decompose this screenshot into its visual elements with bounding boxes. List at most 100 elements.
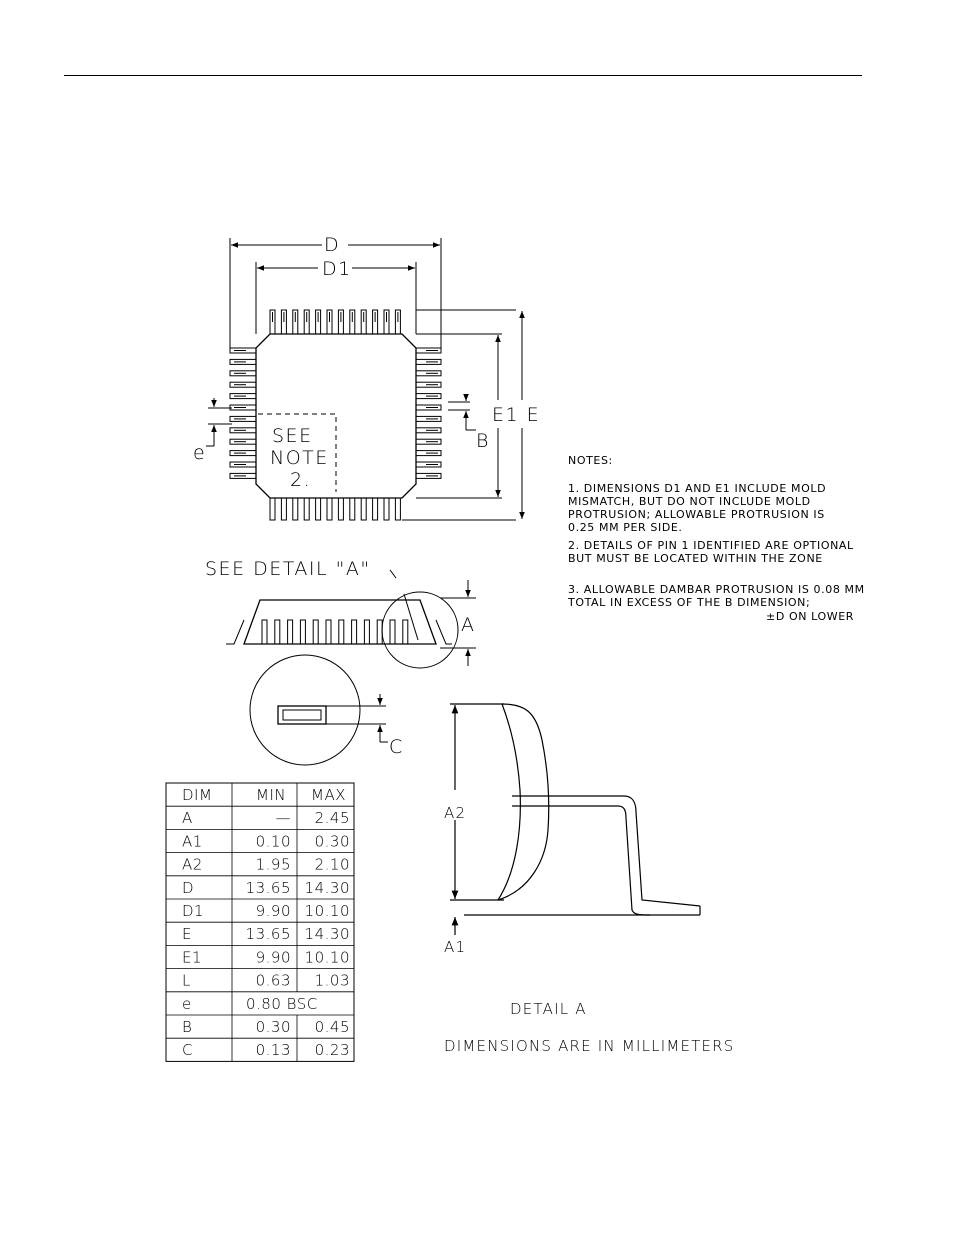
label-b: B	[476, 430, 490, 452]
table-cell: 0.30	[256, 1018, 291, 1036]
table-cell: 0.45	[315, 1018, 350, 1036]
lead-bottom	[337, 497, 344, 521]
lead-bottom	[383, 497, 390, 521]
note-line: 0.25 MM PER SIDE.	[568, 521, 683, 534]
lead-top	[383, 309, 390, 335]
table-cell: E1	[182, 948, 202, 966]
lead-bottom	[315, 497, 322, 521]
table-cell: 2.45	[315, 809, 350, 827]
lead-right	[415, 358, 442, 365]
lead-top	[337, 309, 344, 335]
note-line: MISMATCH, BUT DO NOT INCLUDE MOLD	[568, 495, 811, 508]
lead-top	[269, 309, 276, 335]
side-lead	[299, 619, 306, 645]
table-cell: A	[182, 809, 193, 827]
side-lead	[312, 619, 319, 645]
table-cell: e	[182, 995, 192, 1013]
side-lead	[274, 619, 281, 645]
side-lead	[325, 619, 332, 645]
lead-top	[360, 309, 367, 335]
lead-right	[415, 415, 442, 422]
lead-right	[415, 370, 442, 377]
label-e1-e: E1 E	[492, 404, 540, 426]
detail-a-view	[450, 703, 701, 935]
top-rule	[64, 75, 862, 76]
side-leads	[261, 619, 409, 645]
side-lead	[261, 619, 268, 645]
lead-left	[229, 415, 257, 422]
side-lead	[363, 619, 370, 645]
lead-section-view	[249, 654, 388, 766]
lead-top	[394, 309, 401, 335]
lead-right	[415, 461, 442, 468]
note-line: ±D ON LOWER	[766, 610, 854, 623]
note-line: BUT MUST BE LOCATED WITHIN THE ZONE	[568, 552, 823, 565]
lead-bottom	[326, 497, 333, 521]
leads	[229, 309, 442, 521]
lead-bottom	[292, 497, 299, 521]
lead-right	[415, 427, 442, 434]
notes-heading: NOTES:	[568, 454, 613, 467]
table-header-cell: DIM	[182, 786, 212, 804]
table-cell: —	[276, 809, 292, 827]
table-cell: 14.30	[305, 879, 350, 897]
table-cell: B	[182, 1018, 192, 1036]
label-a: A	[461, 614, 476, 636]
lead-top	[326, 309, 333, 335]
lead-bottom	[372, 497, 379, 521]
table-cell: D	[182, 879, 194, 897]
top-view	[206, 238, 525, 521]
lead-top	[315, 309, 322, 335]
note-line: 2. DETAILS OF PIN 1 IDENTIFIED ARE OPTIO…	[568, 539, 854, 552]
side-lead	[389, 619, 396, 645]
lead-bottom	[360, 497, 367, 521]
lead-right	[415, 393, 442, 400]
lead-left	[229, 358, 257, 365]
lead-right	[415, 472, 442, 479]
see-note-line2: NOTE	[270, 447, 329, 469]
detail-a-title: DETAIL A	[510, 1000, 587, 1018]
side-lead	[338, 619, 345, 645]
table-cell: 0.10	[256, 832, 291, 850]
pin1-zone	[258, 413, 337, 492]
lead-right	[415, 438, 442, 445]
lead-right	[415, 381, 442, 388]
table-cell: 9.90	[256, 948, 291, 966]
lead-right	[415, 347, 442, 354]
lead-top	[280, 309, 287, 335]
lead-left	[229, 472, 257, 479]
table-cell: 1.95	[256, 856, 291, 874]
note-line: 1. DIMENSIONS D1 AND E1 INCLUDE MOLD	[568, 482, 826, 495]
table-cell: 9.90	[256, 902, 291, 920]
lead-left	[229, 450, 257, 457]
table-cell: A2	[182, 856, 203, 874]
table-cell: 10.10	[305, 948, 350, 966]
see-detail-a: SEE DETAIL "A"	[205, 558, 371, 580]
table-cell: 1.03	[315, 972, 350, 990]
lead-bottom	[303, 497, 310, 521]
table-header-cell: MIN	[256, 786, 286, 804]
lead-bottom	[269, 497, 276, 521]
lead-top	[292, 309, 299, 335]
table-cell: 13.65	[246, 925, 291, 943]
lead-left	[229, 381, 257, 388]
lead-top	[372, 309, 379, 335]
lead-bottom	[280, 497, 287, 521]
table-cell: 13.65	[246, 879, 291, 897]
lead-left	[229, 347, 257, 354]
table-cell: 2.10	[315, 856, 350, 874]
lead-left	[229, 461, 257, 468]
table-cell: 0.23	[315, 1041, 350, 1059]
lead-right	[415, 450, 442, 457]
note-line: TOTAL IN EXCESS OF THE B DIMENSION;	[567, 596, 810, 609]
lead-top	[349, 309, 356, 335]
table-cell: 0.80 BSC	[246, 995, 318, 1013]
lead-right	[415, 404, 442, 411]
table-header-cell: MAX	[311, 786, 346, 804]
table-cell: L	[182, 972, 191, 990]
label-d1: D1	[322, 258, 352, 280]
lead-bottom	[349, 497, 356, 521]
see-note-line3: 2.	[290, 469, 311, 491]
